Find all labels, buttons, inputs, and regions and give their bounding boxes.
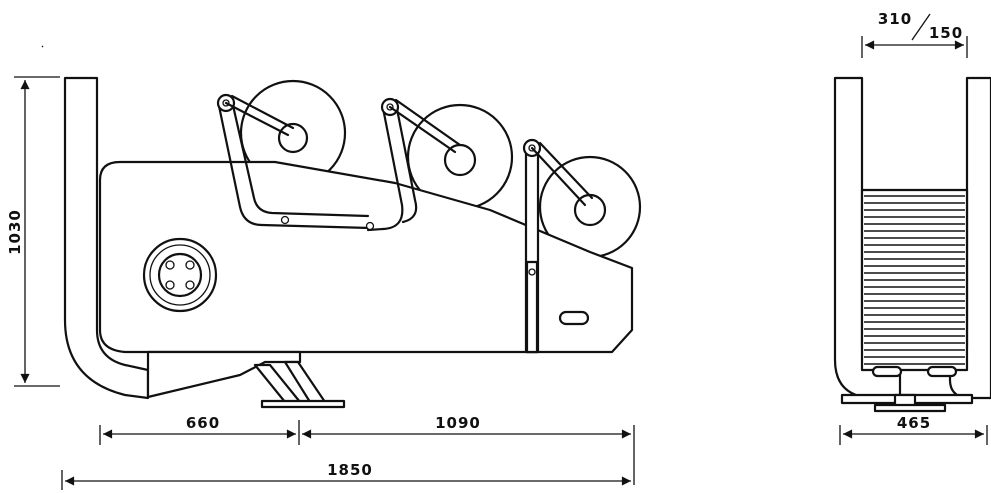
lower-base <box>146 350 302 399</box>
top-width-alt-label: 150 <box>929 24 963 42</box>
end-slot-left <box>871 365 903 378</box>
top-width-label: 310 <box>878 10 912 28</box>
dimension-1850: 1850 <box>61 461 631 490</box>
end-width-label: 465 <box>897 414 931 432</box>
machine-body <box>98 160 634 354</box>
left-length-label: 660 <box>186 414 220 432</box>
dimension-height: 1030 <box>6 76 60 387</box>
end-base <box>840 393 974 413</box>
height-label: 1030 <box>6 209 24 255</box>
handle-bar-1 <box>216 93 372 230</box>
handle-bar-2 <box>365 97 462 232</box>
dimension-1090: 1090 <box>301 414 635 485</box>
dimension-660: 660 <box>99 414 300 445</box>
end-slot-right <box>926 365 958 378</box>
speck <box>41 45 44 48</box>
ribbed-column <box>860 188 969 372</box>
total-length-label: 1850 <box>327 461 373 479</box>
stand <box>253 360 346 409</box>
round-port <box>142 237 218 313</box>
dimension-end-width: 465 <box>839 414 988 445</box>
slot <box>558 310 590 326</box>
handle-bar-3 <box>522 138 594 354</box>
side-view <box>41 45 642 409</box>
dimension-top-width: 310 150 <box>861 10 968 58</box>
wheel-1 <box>239 79 347 187</box>
end-view <box>833 76 991 413</box>
right-length-label: 1090 <box>435 414 481 432</box>
left-pipe <box>63 76 150 400</box>
wheel-2 <box>406 103 514 211</box>
